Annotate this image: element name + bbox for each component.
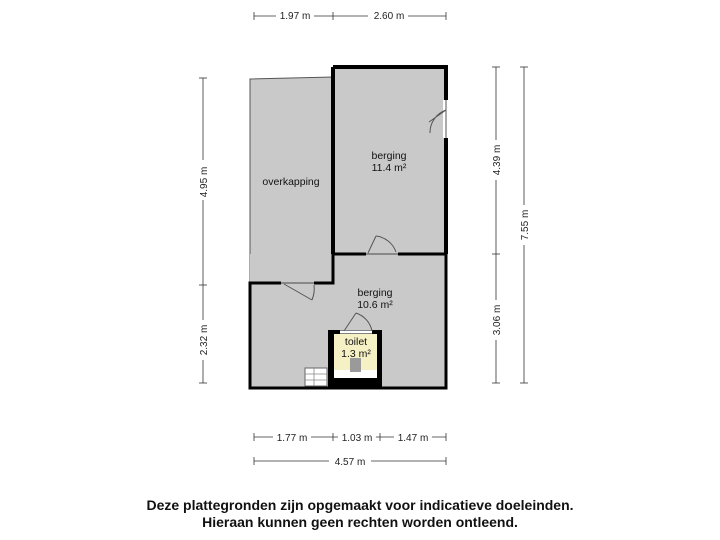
dim-right-inner-1: 4.39 m — [492, 145, 503, 176]
dim-bottom-2: 1.03 m — [342, 433, 373, 444]
dim-left-1-bg — [196, 160, 210, 200]
berging-top-area: 11.4 m² — [372, 162, 407, 174]
stairs-icon — [304, 367, 328, 387]
overkapping-label: overkapping — [262, 176, 319, 188]
disclaimer-line-2: Hieraan kunnen geen rechten worden ontle… — [202, 514, 518, 530]
berging-top-label: berging — [371, 150, 406, 162]
dim-bottom-total-bg — [329, 454, 371, 468]
dim-bottom-1-bg — [273, 430, 311, 444]
toilet-door-swing — [343, 312, 373, 332]
wall-lower — [248, 254, 448, 390]
dim-top-2-bg — [368, 9, 408, 23]
door-swing-middle — [367, 235, 397, 254]
dim-left-1: 4.95 m — [199, 167, 210, 198]
toilet-label: toilet — [345, 336, 367, 348]
toilet-bowl-icon — [350, 358, 361, 372]
dim-left-2-bg — [196, 320, 210, 360]
door-swing-lower-left — [283, 283, 315, 301]
dim-left-2: 2.32 m — [199, 325, 210, 356]
toilet-area: 1.3 m² — [341, 348, 371, 360]
dim-right-2-bg — [489, 300, 503, 340]
berging-bottom-area: 10.6 m² — [357, 299, 393, 311]
dim-right-1-bg — [489, 140, 503, 180]
disclaimer-line-1: Deze plattegronden zijn opgemaakt voor i… — [146, 497, 574, 513]
wall-upper — [331, 65, 448, 254]
dim-bottom-total-label: 4.57 m — [335, 457, 366, 468]
dim-top-1-bg — [276, 9, 314, 23]
stairs-lines — [305, 368, 327, 386]
dim-bottom-3: 1.47 m — [398, 433, 429, 444]
berging-bottom-label: berging — [357, 287, 392, 299]
dim-bottom-2-bg — [338, 430, 376, 444]
dim-bottom-1: 1.77 m — [277, 433, 308, 444]
dim-right-inner-2: 3.06 m — [492, 305, 503, 336]
toilet-inner-gap — [334, 370, 377, 378]
dim-top-1: 1.97 m — [280, 11, 311, 22]
dim-right-outer-label: 7.55 m — [520, 210, 531, 241]
dim-bottom-3-bg — [394, 430, 432, 444]
berging-top-floor — [333, 67, 446, 254]
dim-top-2: 2.60 m — [374, 11, 405, 22]
dim-right-outer-bg — [517, 205, 531, 245]
door-swing-right — [428, 100, 447, 138]
